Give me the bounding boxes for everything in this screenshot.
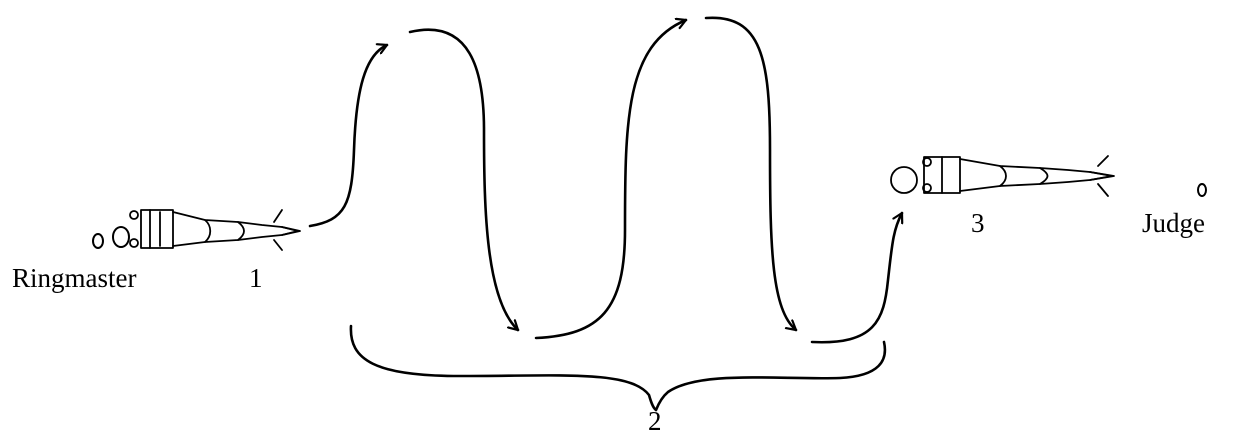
path-loop-1-arrow (410, 30, 518, 330)
horse-start-icon (130, 210, 300, 250)
path-loop-3-arrow (706, 18, 796, 330)
path-loop-2-arrow (536, 20, 686, 338)
step-2-label: 2 (648, 408, 662, 435)
horse-end-icon (891, 156, 1114, 196)
ringmaster-icon (93, 227, 129, 248)
step-1-label: 1 (249, 265, 263, 292)
step-3-label: 3 (971, 210, 985, 237)
judge-label: Judge (1142, 210, 1205, 237)
judge-icon (1198, 184, 1206, 196)
ringmaster-label: Ringmaster (12, 265, 136, 292)
path-segments (310, 18, 902, 342)
path-final-arrow (812, 213, 902, 342)
step-2-brace (351, 326, 885, 410)
path-exit-arrow (310, 45, 387, 226)
